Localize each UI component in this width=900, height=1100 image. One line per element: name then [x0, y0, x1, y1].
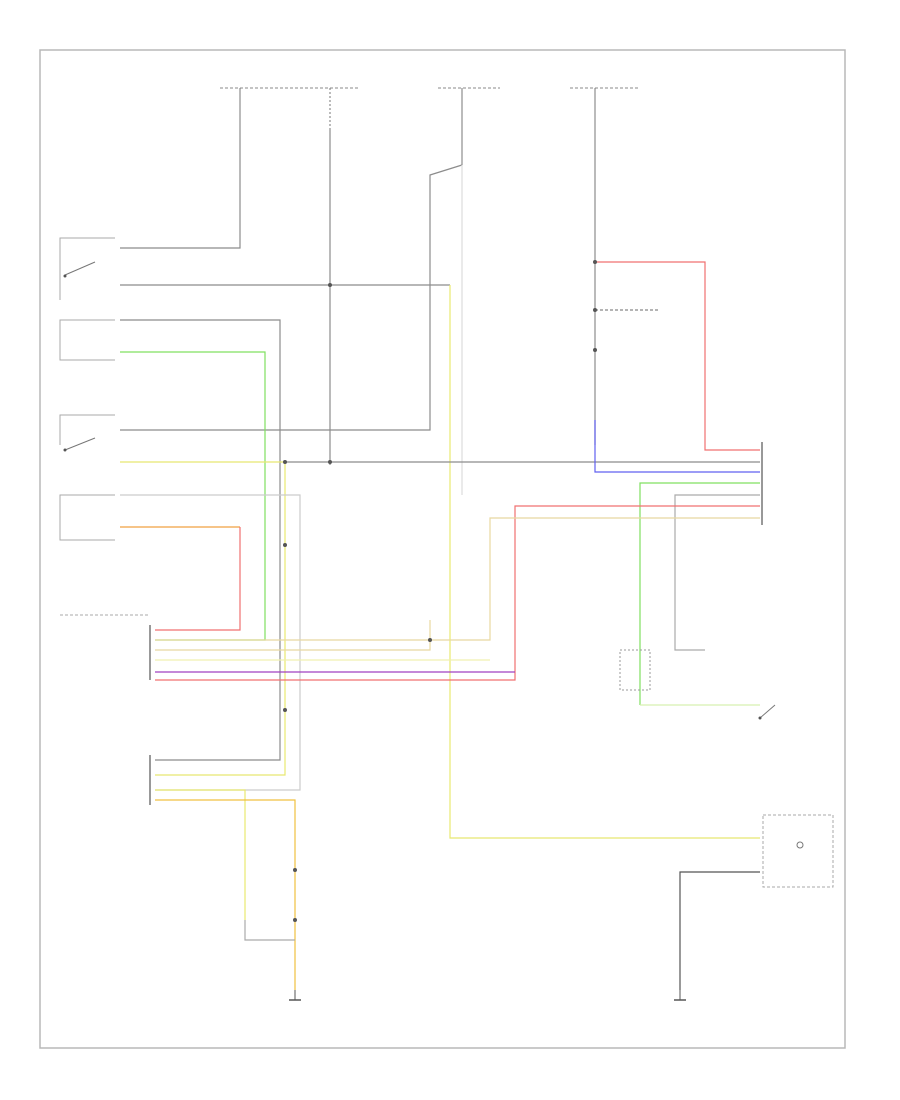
ground-left: [289, 990, 301, 1001]
wire-pump-ground: [679, 871, 760, 990]
inertia-connector: [619, 649, 651, 691]
diagram-frame: [39, 49, 846, 1049]
wire-relay1-to-pump-yellow: [449, 285, 760, 839]
wire-relay1-green: [120, 351, 266, 641]
pressure-switch: [758, 704, 776, 720]
relay-1: [59, 237, 115, 361]
wire-ecm-green: [639, 482, 760, 705]
fuse-group-right: [570, 87, 640, 140]
relay-2: [59, 414, 115, 541]
wire-relay2-lightgray: [120, 494, 301, 791]
wire-bottom-orange: [155, 799, 296, 990]
ground-right: [674, 990, 686, 1001]
fuse-group-middle: [438, 87, 500, 165]
fuse-group-left: [220, 87, 360, 130]
wire-tan-junction: [155, 620, 431, 651]
wire-relay2-yellow: [120, 461, 286, 776]
ecm-connector-left: [60, 614, 151, 805]
splice-points: [283, 260, 597, 922]
fuel-pump-box: [762, 814, 834, 888]
wire-fuse-middle-a: [120, 164, 463, 431]
wire-ecm-red: [155, 505, 760, 681]
wire-relay2-red: [155, 527, 241, 631]
wire-bottom-yellow-1: [155, 789, 246, 920]
wire-relay1-gray-down: [120, 319, 281, 761]
wire-ecm-gray: [674, 494, 760, 651]
wire-fuse-left-to-relay: [120, 130, 241, 249]
wire-bottom-gray: [244, 920, 295, 941]
wire-right-red: [595, 261, 760, 451]
wire-ecm-tan: [155, 517, 760, 641]
wire-right-blue: [594, 420, 760, 473]
